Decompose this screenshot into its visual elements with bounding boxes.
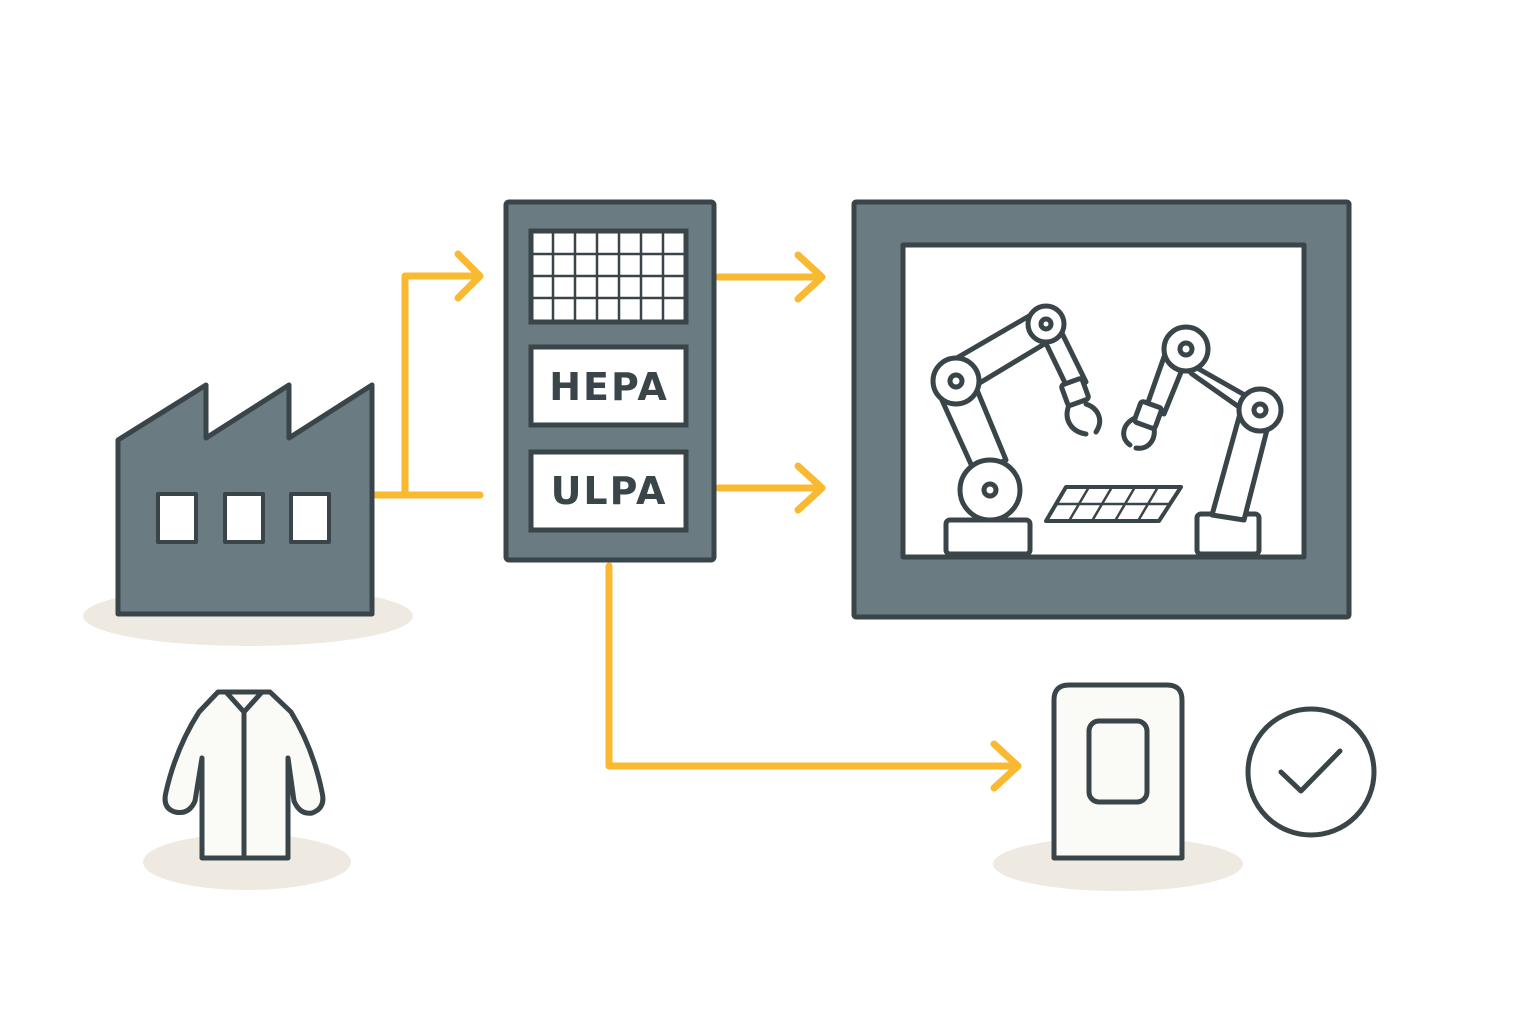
- gown-shadow: [143, 834, 351, 890]
- factory-window: [223, 492, 265, 544]
- cleanroom-gown-icon: [162, 689, 326, 861]
- flow-arrows: [372, 250, 1022, 792]
- prefilter-grid-lines: [533, 233, 684, 320]
- hepa-label: HEPA: [549, 365, 669, 409]
- hepa-filter-panel: [528, 344, 689, 428]
- arrowhead: [454, 250, 484, 302]
- robot-arm-left: [930, 303, 1103, 557]
- factory-window: [156, 492, 198, 544]
- airlock-door-icon: [1051, 682, 1185, 861]
- factory-icon: [115, 382, 375, 617]
- ulpa-filter-panel: [528, 449, 689, 533]
- factory-window: [289, 492, 331, 544]
- cleanroom-robots-icon: [851, 199, 1352, 620]
- ulpa-label: ULPA: [551, 469, 668, 513]
- arrow-factory-to-filter-top: [372, 272, 482, 499]
- filter-unit-icon: [503, 199, 717, 563]
- door-window: [1086, 718, 1150, 805]
- wafer-panel: [1044, 485, 1183, 523]
- robot-arm-right: [1121, 324, 1284, 557]
- check-circle-icon: [1245, 706, 1377, 838]
- arrowhead: [990, 740, 1022, 792]
- arrow-filter-to-door: [605, 562, 1019, 770]
- arrowhead: [794, 251, 826, 303]
- arrowhead: [794, 462, 826, 514]
